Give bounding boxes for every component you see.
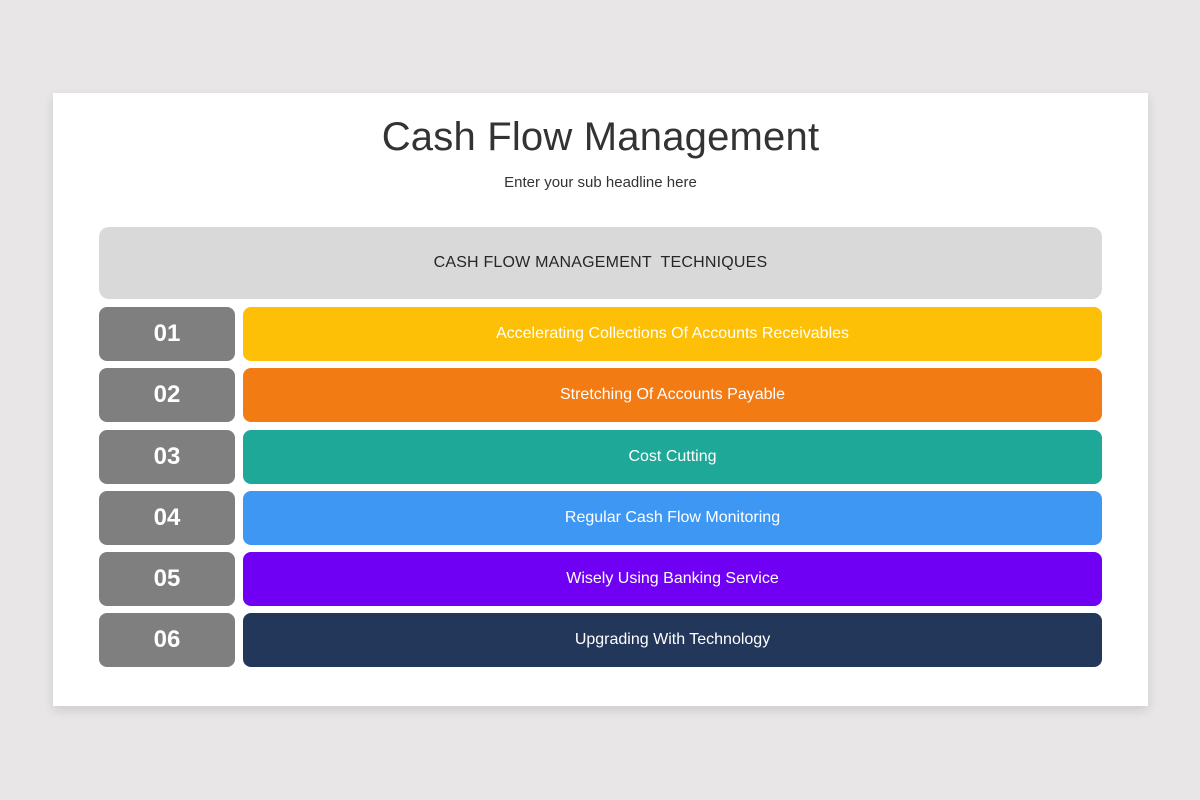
technique-row-3: 03 Cost Cutting xyxy=(99,430,1102,484)
row-number-badge: 04 xyxy=(99,491,235,545)
slide-title: Cash Flow Management xyxy=(381,115,820,159)
row-number-badge: 03 xyxy=(99,430,235,484)
technique-row-1: 01 Accelerating Collections Of Accounts … xyxy=(99,307,1102,361)
technique-row-4: 04 Regular Cash Flow Monitoring xyxy=(99,491,1102,545)
row-label-box: Accelerating Collections Of Accounts Rec… xyxy=(243,307,1102,361)
row-label-box: Regular Cash Flow Monitoring xyxy=(243,491,1102,545)
row-number-badge: 01 xyxy=(99,307,235,361)
technique-row-6: 06 Upgrading With Technology xyxy=(99,613,1102,667)
techniques-header-label: CASH FLOW MANAGEMENT TECHNIQUES xyxy=(433,254,768,271)
technique-row-2: 02 Stretching Of Accounts Payable xyxy=(99,368,1102,422)
row-number-badge: 06 xyxy=(99,613,235,667)
row-label-box: Cost Cutting xyxy=(243,430,1102,484)
row-number-badge: 02 xyxy=(99,368,235,422)
slide-subtitle: Enter your sub headline here xyxy=(504,174,697,191)
row-label-box: Wisely Using Banking Service xyxy=(243,552,1102,606)
technique-row-5: 05 Wisely Using Banking Service xyxy=(99,552,1102,606)
row-number-badge: 05 xyxy=(99,552,235,606)
slide-card: Cash Flow Management Enter your sub head… xyxy=(53,93,1148,706)
techniques-header: CASH FLOW MANAGEMENT TECHNIQUES xyxy=(99,227,1102,299)
row-label-box: Stretching Of Accounts Payable xyxy=(243,368,1102,422)
row-label-box: Upgrading With Technology xyxy=(243,613,1102,667)
